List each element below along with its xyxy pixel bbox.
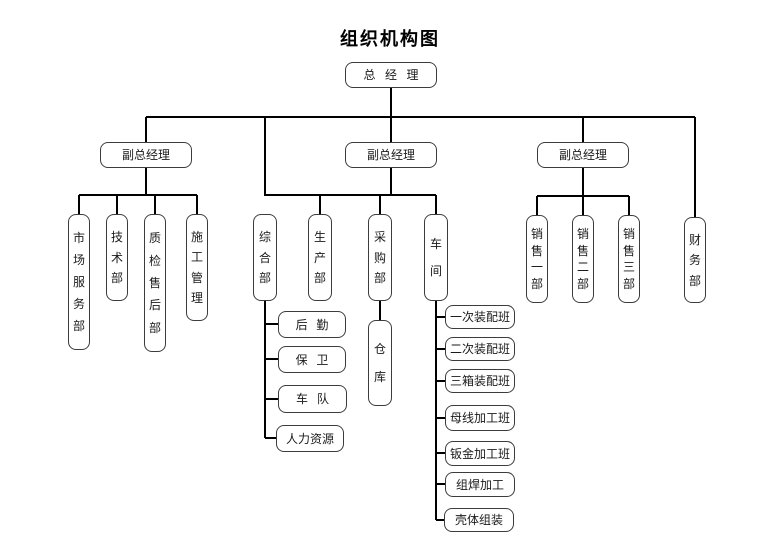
- box-security: 保卫: [278, 346, 346, 373]
- box-production-dept: 生产部: [308, 214, 332, 301]
- box-motor-pool: 车队: [278, 385, 347, 413]
- box-purchasing-dept: 采购部: [368, 214, 392, 301]
- box-quality-aftersales-dept: 质检售后部: [144, 214, 166, 352]
- box-warehouse: 仓库: [368, 320, 392, 406]
- box-shell-assembly: 壳体组装: [444, 508, 514, 532]
- box-welding-processing: 组焊加工: [445, 472, 515, 497]
- box-finance-dept: 财务部: [684, 217, 706, 303]
- box-deputy-gm-3: 副总经理: [537, 142, 629, 168]
- box-human-resources: 人力资源: [276, 425, 344, 452]
- box-logistics: 后勤: [278, 311, 346, 338]
- box-general-affairs-dept: 综合部: [253, 214, 277, 301]
- connector-path: [78, 88, 696, 521]
- box-assembly-class-2: 二次装配班: [445, 337, 515, 361]
- box-construction-management: 施工管理: [186, 214, 208, 321]
- box-sheet-metal-processing-class: 钣金加工班: [445, 441, 515, 466]
- box-sales-dept-2: 销售二部: [572, 215, 594, 303]
- page-title: 组织机构图: [340, 29, 440, 49]
- box-deputy-gm-1: 副总经理: [100, 142, 192, 168]
- box-workshop: 车间: [424, 214, 448, 301]
- box-market-service-dept: 市场服务部: [68, 214, 90, 350]
- box-technology-dept: 技术部: [106, 214, 128, 301]
- box-sales-dept-3: 销售三部: [618, 215, 640, 303]
- box-three-box-assembly-class: 三箱装配班: [445, 369, 515, 393]
- box-busbar-processing-class: 母线加工班: [445, 405, 515, 431]
- box-assembly-class-1: 一次装配班: [445, 305, 515, 329]
- box-deputy-gm-2: 副总经理: [345, 142, 437, 168]
- box-sales-dept-1: 销售一部: [526, 215, 548, 303]
- box-general-manager: 总经理: [345, 62, 437, 88]
